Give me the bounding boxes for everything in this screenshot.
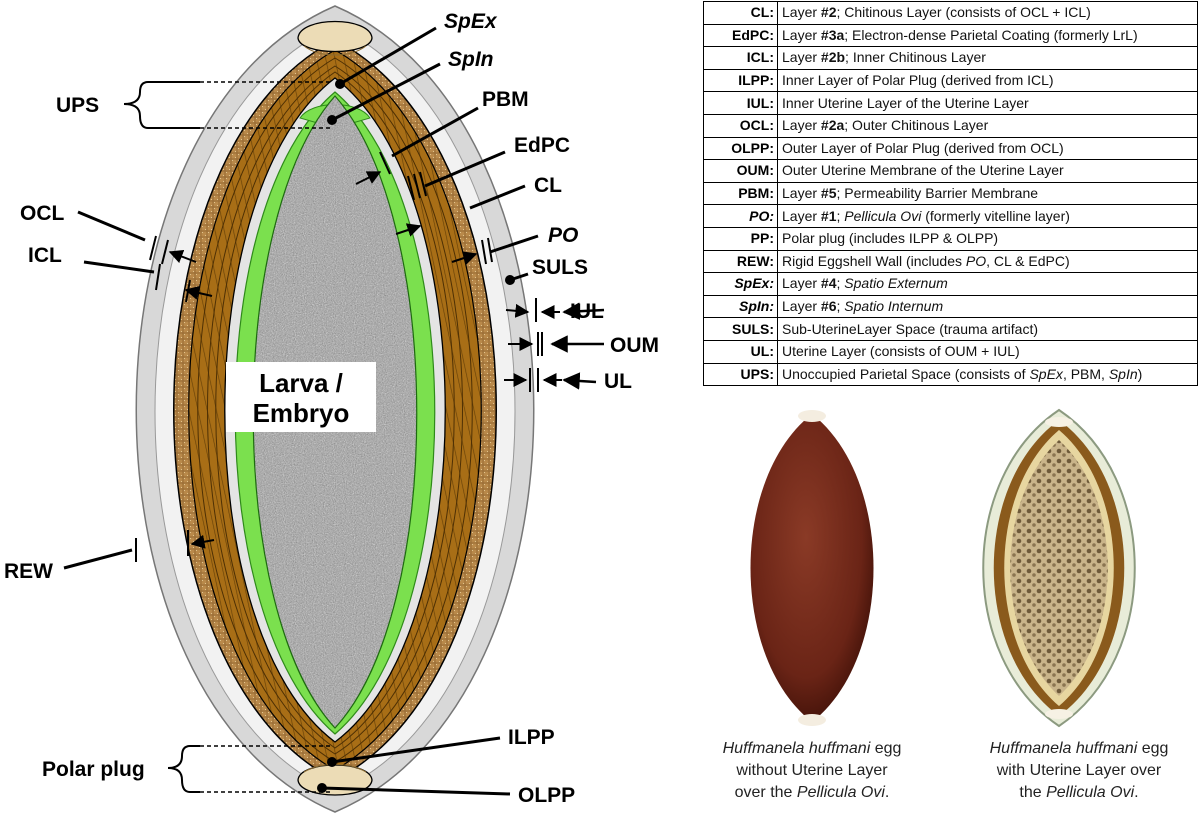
legend-abbreviation: SpIn: — [703, 294, 778, 319]
legend-row: EdPC:Layer #3a; Electron-dense Parietal … — [703, 23, 1198, 48]
legend-description: Outer Uterine Membrane of the Uterine La… — [777, 159, 1198, 183]
legend-description: Rigid Eggshell Wall (includes PO, CL & E… — [777, 249, 1198, 274]
legend-row: SULS:Sub-UterineLayer Space (trauma arti… — [703, 317, 1198, 341]
legend-description: Layer #6; Spatio Internum — [777, 294, 1198, 319]
legend-row: SpEx:Layer #4; Spatio Externum — [703, 272, 1198, 296]
legend-row: UL:Uterine Layer (consists of OUM + IUL) — [703, 339, 1198, 364]
legend-abbreviation: UL: — [703, 339, 778, 364]
legend-description: Layer #3a; Electron-dense Parietal Coati… — [777, 23, 1198, 48]
legend-abbreviation: SULS: — [703, 317, 778, 341]
legend-abbreviation: SpEx: — [703, 272, 778, 296]
label-ups: UPS — [56, 94, 99, 117]
legend-row: OCL:Layer #2a; Outer Chitinous Layer — [703, 113, 1198, 138]
legend-row: REW:Rigid Eggshell Wall (includes PO, CL… — [703, 249, 1198, 274]
legend-abbreviation: REW: — [703, 249, 778, 274]
legend-description: Layer #4; Spatio Externum — [777, 272, 1198, 296]
legend-description: Uterine Layer (consists of OUM + IUL) — [777, 339, 1198, 364]
legend-abbreviation: PP: — [703, 226, 778, 251]
legend-row: OLPP:Outer Layer of Polar Plug (derived … — [703, 136, 1198, 161]
legend-row: IUL:Inner Uterine Layer of the Uterine L… — [703, 91, 1198, 115]
caption-line: with Uterine Layer over — [996, 762, 1162, 779]
center-label-line-2: Embryo — [253, 398, 350, 428]
abbreviation-legend-table: CL:Layer #2; Chitinous Layer (consists o… — [703, 1, 1198, 387]
legend-description: Inner Uterine Layer of the Uterine Layer — [777, 91, 1198, 115]
label-polar-plug: Polar plug — [42, 758, 145, 781]
legend-abbreviation: ICL: — [703, 46, 778, 70]
legend-abbreviation: ILPP: — [703, 68, 778, 93]
legend-row: UPS:Unoccupied Parietal Space (consists … — [703, 362, 1198, 387]
legend-description: Layer #1; Pellicula Ovi (formerly vitell… — [777, 204, 1198, 228]
label-pbm: PBM — [482, 88, 529, 111]
label-spin: SpIn — [448, 48, 494, 71]
legend-abbreviation: EdPC: — [703, 23, 778, 48]
label-iul: IUL — [570, 300, 604, 323]
caption-line: without Uterine Layer — [736, 762, 888, 779]
legend-abbreviation: CL: — [703, 1, 778, 25]
label-spex: SpEx — [444, 10, 498, 33]
center-label-line-1: Larva / — [259, 368, 343, 398]
legend-body: CL:Layer #2; Chitinous Layer (consists o… — [703, 1, 1198, 387]
legend-row: ICL:Layer #2b; Inner Chitinous Layer — [703, 46, 1198, 70]
label-po: PO — [548, 224, 578, 247]
legend-abbreviation: PBM: — [703, 181, 778, 206]
legend-abbreviation: OCL: — [703, 113, 778, 138]
legend-row: CL:Layer #2; Chitinous Layer (consists o… — [703, 1, 1198, 25]
photo-caption-left: Huffmanela huffmani egg without Uterine L… — [697, 738, 927, 804]
caption-line: Huffmanela huffmani egg — [989, 740, 1169, 757]
legend-abbreviation: UPS: — [703, 362, 778, 387]
legend-abbreviation: OLPP: — [703, 136, 778, 161]
legend-description: Layer #5; Permeability Barrier Membrane — [777, 181, 1198, 206]
legend-description: Layer #2; Chitinous Layer (consists of O… — [777, 1, 1198, 25]
center-label-box — [226, 362, 376, 432]
label-rew: REW — [4, 560, 53, 583]
top-polar-plug — [297, 20, 373, 53]
legend-row: ILPP:Inner Layer of Polar Plug (derived … — [703, 68, 1198, 93]
legend-abbreviation: IUL: — [703, 91, 778, 115]
legend-row: PBM:Layer #5; Permeability Barrier Membr… — [703, 181, 1198, 206]
legend-description: Inner Layer of Polar Plug (derived from … — [777, 68, 1198, 93]
legend-abbreviation: PO: — [703, 204, 778, 228]
photo-caption-right: Huffmanela huffmani egg with Uterine Laye… — [964, 738, 1194, 804]
label-ilpp: ILPP — [508, 726, 555, 749]
legend-row: OUM:Outer Uterine Membrane of the Uterin… — [703, 159, 1198, 183]
egg-photo-without-uterine-layer — [750, 410, 874, 726]
legend-description: Polar plug (includes ILPP & OLPP) — [777, 226, 1198, 251]
legend-description: Unoccupied Parietal Space (consists of S… — [777, 362, 1198, 387]
egg-photo-with-uterine-layer — [982, 408, 1136, 728]
legend-row: PO:Layer #1; Pellicula Ovi (formerly vit… — [703, 204, 1198, 228]
legend-row: SpIn:Layer #6; Spatio Internum — [703, 294, 1198, 319]
label-ul: UL — [604, 370, 632, 393]
label-oum: OUM — [610, 334, 659, 357]
legend-description: Outer Layer of Polar Plug (derived from … — [777, 136, 1198, 161]
label-olpp: OLPP — [518, 784, 575, 807]
legend-abbreviation: OUM: — [703, 159, 778, 183]
label-ocl: OCL — [20, 202, 65, 225]
legend-row: PP:Polar plug (includes ILPP & OLPP) — [703, 226, 1198, 251]
caption-line: over the Pellicula Ovi. — [734, 784, 890, 801]
egg-layer-diagram: Larva / Embryo — [4, 5, 659, 813]
legend-description: Sub-UterineLayer Space (trauma artifact) — [777, 317, 1198, 341]
annotations — [63, 26, 539, 796]
caption-line: Huffmanela huffmani egg — [722, 740, 902, 757]
label-suls: SULS — [532, 256, 588, 279]
legend-description: Layer #2b; Inner Chitinous Layer — [777, 46, 1198, 70]
label-cl: CL — [534, 174, 562, 197]
label-icl: ICL — [28, 244, 62, 267]
legend-description: Layer #2a; Outer Chitinous Layer — [777, 113, 1198, 138]
caption-line: the Pellicula Ovi. — [1019, 784, 1139, 801]
label-edpc: EdPC — [514, 134, 570, 157]
